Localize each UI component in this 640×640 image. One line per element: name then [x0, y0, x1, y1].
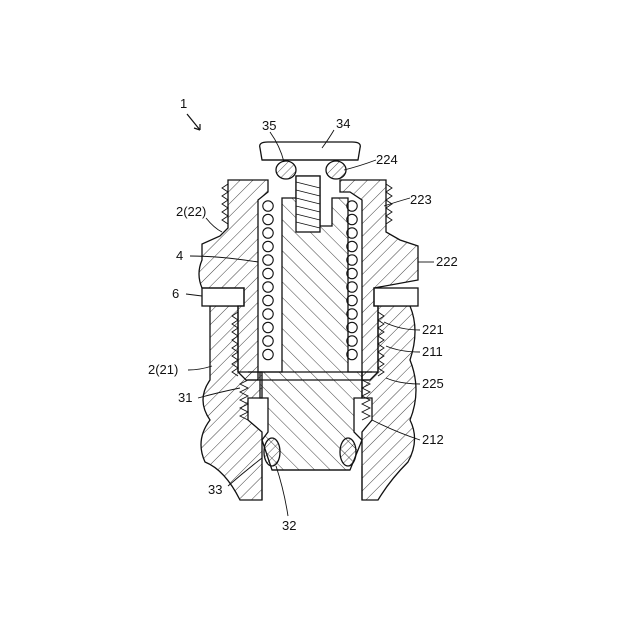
label-225: 225	[422, 376, 444, 391]
spring-coil-left	[263, 336, 273, 346]
button-cap-34	[260, 142, 361, 160]
spring-coil-left	[263, 282, 273, 292]
label-221: 221	[422, 322, 444, 337]
label-4: 4	[176, 248, 183, 263]
label-33: 33	[208, 482, 222, 497]
label-2-22: 2(22)	[176, 204, 206, 219]
label-34: 34	[336, 116, 350, 131]
spring-coil-left	[263, 309, 273, 319]
label-35: 35	[262, 118, 276, 133]
label-6: 6	[172, 286, 179, 301]
bore-outline	[262, 466, 362, 500]
reference-numeral-1: 1	[180, 96, 200, 130]
spring-coil-left	[263, 322, 273, 332]
spring-coil-left	[263, 201, 273, 211]
spring-coil-left	[263, 241, 273, 251]
label-212: 212	[422, 432, 444, 447]
spring-coil-left	[263, 349, 273, 359]
label-223: 223	[410, 192, 432, 207]
label-1: 1	[180, 96, 187, 111]
label-31: 31	[178, 390, 192, 405]
label-224: 224	[376, 152, 398, 167]
label-211: 211	[422, 344, 443, 359]
label-222: 222	[436, 254, 458, 269]
label-2-21: 2(21)	[148, 362, 178, 377]
spring-coil-left	[263, 214, 273, 224]
spring-coil-left	[263, 295, 273, 305]
spring-coil-left	[263, 255, 273, 265]
label-32: 32	[282, 518, 296, 533]
spring-coil-left	[263, 228, 273, 238]
spring-coil-left	[263, 268, 273, 278]
